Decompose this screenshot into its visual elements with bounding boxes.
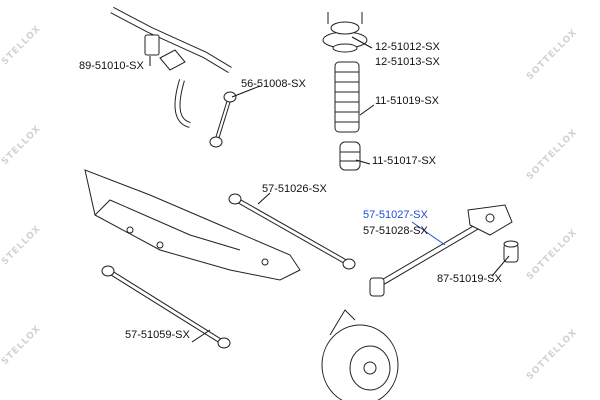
part-label-11-51017: 11-51017-SX [372,155,437,167]
part-label-57-51027: 57-51027-SX [363,209,428,221]
bump-stop-drawing [339,141,361,171]
lower-arm-drawing [101,265,231,349]
part-label-12-51012: 12-51012-SX [375,41,440,53]
stabilizer-link-drawing [209,91,237,148]
part-label-57-51026: 57-51026-SX [262,183,327,195]
part-label-57-51059: 57-51059-SX [125,329,190,341]
part-label-12-51013: 12-51013-SX [375,56,440,68]
strut-mount-drawing [322,12,368,53]
part-label-56-51008: 56-51008-SX [241,78,306,90]
part-label-89-51010: 89-51010-SX [79,60,144,72]
dust-boot-drawing [334,61,360,133]
part-label-87-51019: 87-51019-SX [437,273,502,285]
control-arm-drawing [228,193,356,270]
subframe-drawing [84,169,301,281]
brake-disc-drawing [321,309,399,400]
stabilizer-bar-drawing [110,6,232,128]
trailing-arm-drawing [369,204,513,297]
part-label-11-51019: 11-51019-SX [375,95,440,107]
part-label-57-51028: 57-51028-SX [363,225,428,237]
leader-lines [149,36,510,343]
